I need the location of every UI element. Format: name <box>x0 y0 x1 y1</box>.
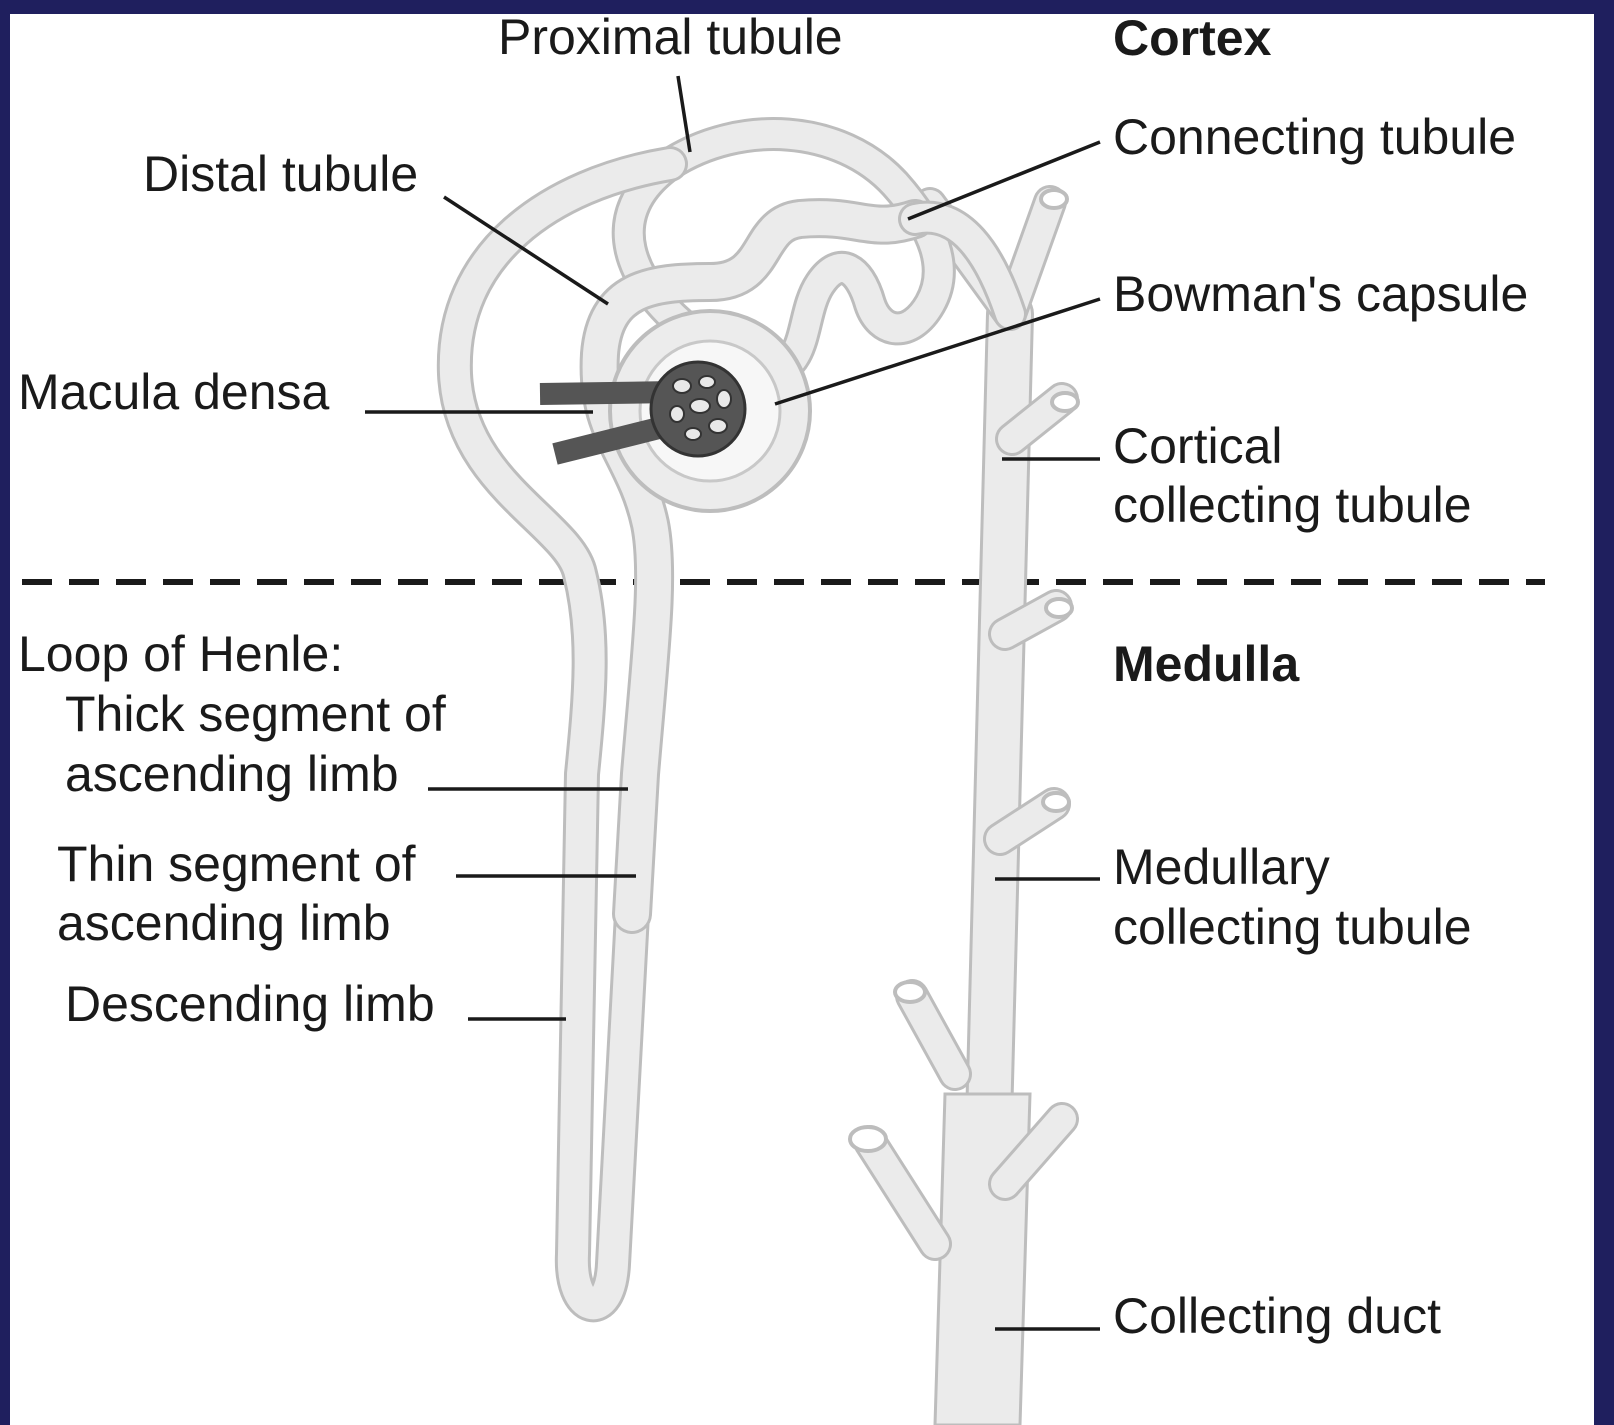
collecting-system <box>850 190 1078 1425</box>
descending-limb-label: Descending limb <box>65 974 435 1034</box>
thick-segment-label-line1: Thick segment of <box>65 684 446 744</box>
cortex-label: Cortex <box>1113 14 1271 68</box>
loop-of-henle-label: Loop of Henle: <box>18 624 343 684</box>
thick-segment-label-line2: ascending limb <box>65 744 399 804</box>
thin-segment-label-line1: Thin segment of <box>57 834 416 894</box>
proximal-tubule-label: Proximal tubule <box>498 14 843 67</box>
diagram-frame: Proximal tubule Cortex Distal tubule Con… <box>10 14 1594 1425</box>
connecting-tubule-label: Connecting tubule <box>1113 107 1516 167</box>
cortical-collecting-label-line2: collecting tubule <box>1113 475 1472 535</box>
distal-tubule-label: Distal tubule <box>143 144 418 204</box>
collecting-duct-label: Collecting duct <box>1113 1286 1441 1346</box>
macula-densa-label: Macula densa <box>18 362 329 422</box>
nephron-tubule <box>455 134 1010 1304</box>
thin-segment-label-line2: ascending limb <box>57 893 391 953</box>
medullary-collecting-label-line1: Medullary <box>1113 837 1330 897</box>
medulla-label: Medulla <box>1113 634 1299 694</box>
leader-connecting-tubule <box>908 142 1100 219</box>
cortical-collecting-label-line1: Cortical <box>1113 416 1282 476</box>
medullary-collecting-label-line2: collecting tubule <box>1113 897 1472 957</box>
bowmans-capsule-label: Bowman's capsule <box>1113 264 1528 324</box>
